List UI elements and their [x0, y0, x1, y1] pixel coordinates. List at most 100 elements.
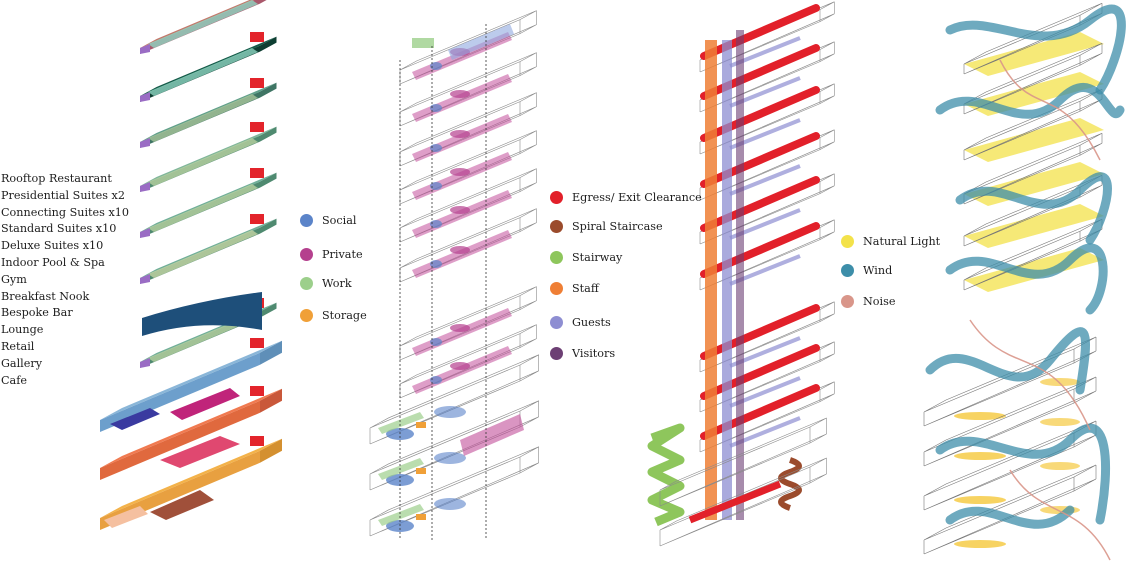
wind-ribbon [955, 172, 1112, 245]
wind-ribbon [945, 243, 1108, 315]
natural-light-patch [954, 412, 1006, 420]
program-stack-tower [100, 0, 282, 530]
legend-item-noise: Noise [841, 295, 895, 308]
egress-route [700, 132, 820, 188]
program-floor [140, 214, 277, 284]
natural-light-patch [1040, 418, 1080, 426]
program-item-bespoke-bar: Bespoke Bar [1, 306, 73, 320]
private-zone [412, 152, 512, 200]
egress-route [700, 222, 820, 278]
legend-label: Spiral Staircase [572, 220, 663, 233]
wind-ribbon [935, 82, 1125, 119]
podium-floor-2 [100, 388, 282, 480]
program-item-cafe: Cafe [1, 373, 27, 387]
natural-light-floor [964, 204, 1104, 248]
legend-label: Noise [863, 295, 896, 308]
natural-light-patch [1040, 462, 1080, 470]
environment-tower [923, 3, 1126, 561]
natural-light-floor [964, 32, 1104, 76]
legend-label: Storage [322, 309, 367, 322]
private-zone [412, 114, 512, 162]
noise-line [969, 319, 1091, 431]
stairway-swatch-icon [550, 251, 563, 264]
legend-label: Guests [572, 316, 611, 329]
program-item-rooftop-restaurant: Rooftop Restaurant [1, 172, 112, 185]
spiral-staircase [778, 457, 802, 511]
program-item-presidential-suites: Presidential Suites x2 [1, 188, 125, 202]
program-list: Rooftop Restaurant Presidential Suites x… [1, 171, 129, 389]
program-floor [140, 0, 267, 54]
noise-swatch-icon [841, 295, 854, 308]
program-item-gym: Gym [1, 272, 27, 286]
red-core-block [250, 78, 264, 88]
storage-swatch-icon [300, 309, 313, 322]
legend-label: Wind [863, 264, 893, 277]
red-core-block [250, 214, 264, 224]
legend-item-staff: Staff [550, 282, 599, 295]
legend-item-natural-light: Natural Light [841, 235, 940, 248]
pool-floor [142, 292, 262, 336]
legend-label: Staff [572, 282, 599, 295]
program-item-indoor-pool-spa: Indoor Pool & Spa [1, 255, 105, 269]
visitors-swatch-icon [550, 347, 563, 360]
program-item-connecting-suites: Connecting Suites x10 [1, 205, 129, 219]
egress-route [700, 176, 820, 232]
guest-core [722, 40, 732, 520]
program-floor [140, 78, 277, 148]
private-zone [412, 230, 512, 278]
private-zone [412, 308, 512, 356]
staff-swatch-icon [550, 282, 563, 295]
noise-line [1009, 469, 1111, 561]
natural-light-patch [954, 540, 1006, 548]
legend-label: Private [322, 248, 363, 261]
program-item-breakfast-nook: Breakfast Nook [1, 289, 90, 303]
staff-core [705, 40, 717, 520]
legend-item-wind: Wind [841, 264, 892, 277]
legend-item-spiral-staircase: Spiral Staircase [550, 220, 663, 233]
legend-item-work: Work [300, 277, 352, 290]
wind-ribbon [945, 4, 1126, 95]
social-swatch-icon [300, 214, 313, 227]
legend-item-stairway: Stairway [550, 251, 622, 264]
egress-route [700, 304, 820, 360]
egress-route [700, 4, 820, 60]
natural-light-patch [1040, 378, 1080, 386]
egress-swatch-icon [550, 191, 563, 204]
program-item-gallery: Gallery [1, 356, 43, 370]
work-swatch-icon [300, 277, 313, 290]
legend-item-visitors: Visitors [550, 347, 615, 360]
program-floor [140, 122, 277, 192]
natural-light-floor [964, 118, 1104, 162]
natural-light-swatch-icon [841, 235, 854, 248]
red-core-block [250, 338, 264, 348]
legend-item-social: Social [300, 214, 357, 227]
private-swatch-icon [300, 248, 313, 261]
wind-swatch-icon [841, 264, 854, 277]
legend-item-guests: Guests [550, 316, 611, 329]
program-floor [140, 168, 277, 238]
podium-frame [659, 457, 827, 547]
work-zone [412, 38, 434, 48]
program-floor [140, 32, 277, 102]
egress-route [688, 480, 782, 524]
spiral-staircase-swatch-icon [550, 220, 563, 233]
red-core-block [250, 32, 264, 42]
program-item-lounge: Lounge [1, 323, 44, 337]
podium-frame [659, 417, 827, 507]
legend-item-egress: Egress/ Exit Clearance [550, 191, 702, 204]
natural-light-patch [954, 452, 1006, 460]
program-item-deluxe-suites: Deluxe Suites x10 [1, 239, 104, 253]
program-item-retail: Retail [1, 339, 35, 353]
guests-swatch-icon [550, 316, 563, 329]
red-core-block [250, 386, 264, 396]
social-zone [448, 24, 514, 60]
egress-route [700, 86, 820, 142]
red-core-block [250, 436, 264, 446]
legend-label: Stairway [572, 251, 623, 264]
program-item-standard-suites: Standard Suites x10 [1, 222, 117, 236]
wind-ribbon [925, 327, 1091, 395]
legend-item-private: Private [300, 248, 363, 261]
legend-label: Natural Light [863, 235, 941, 248]
red-core-block [250, 122, 264, 132]
